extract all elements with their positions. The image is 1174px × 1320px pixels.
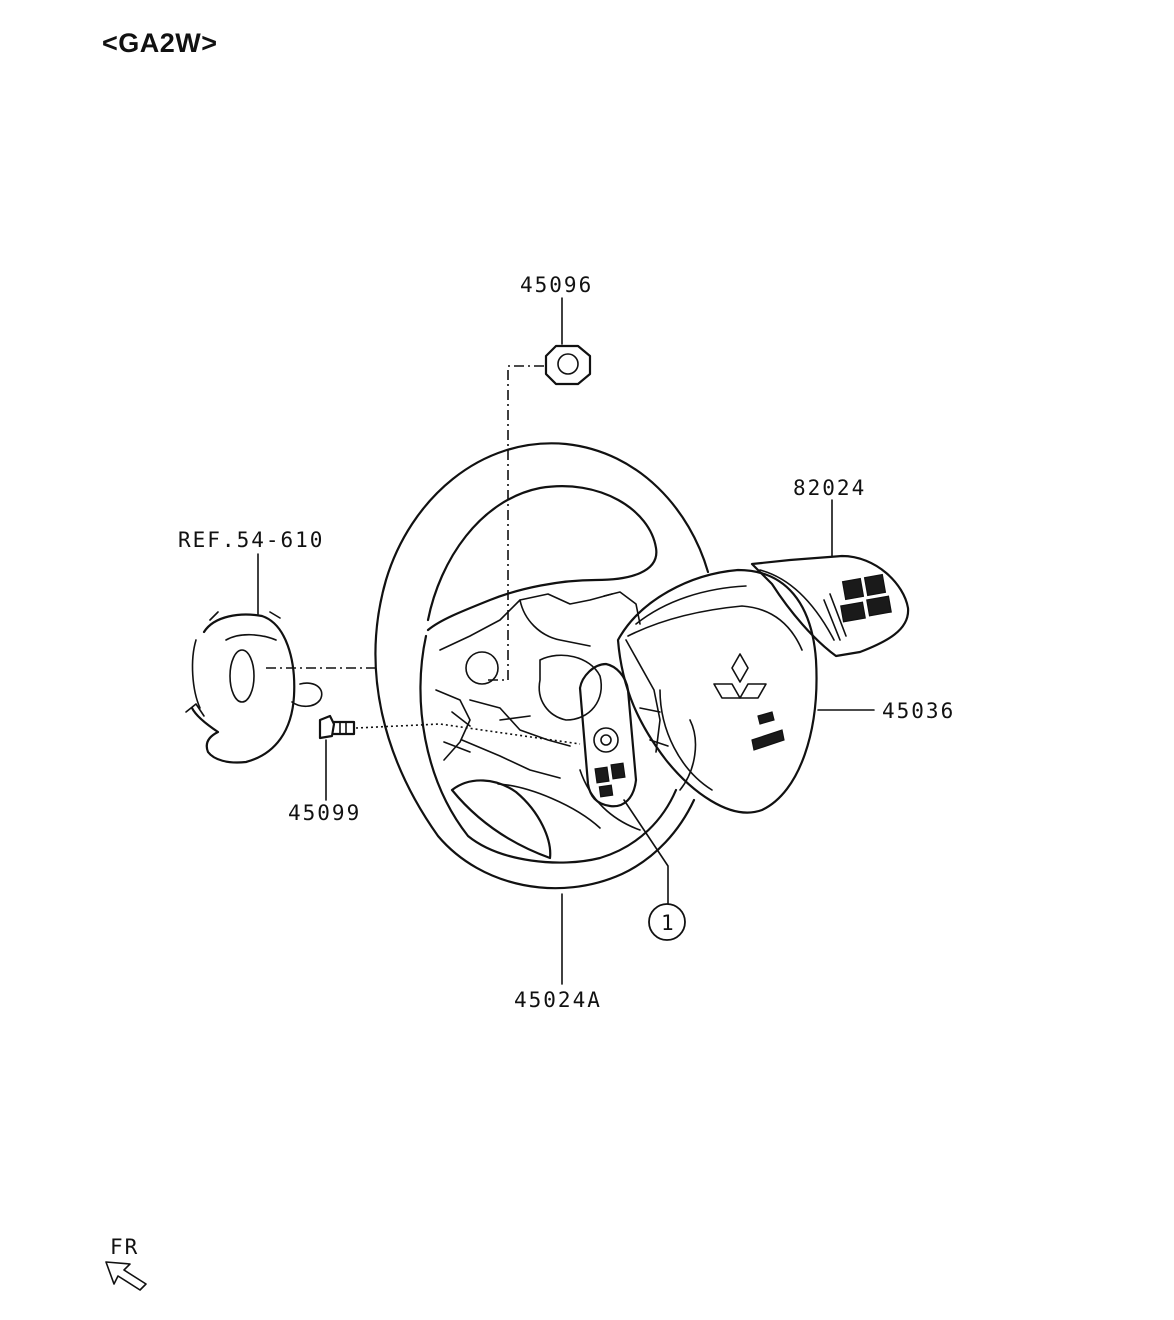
svg-text:1: 1 — [661, 911, 674, 935]
label-steering-wheel: 45024A — [514, 988, 602, 1012]
label-clock-spring-ref: REF.54-610 — [178, 528, 324, 552]
model-code-title: <GA2W> — [102, 28, 218, 58]
steering-switch[interactable] — [750, 554, 910, 658]
label-nut: 45096 — [520, 273, 593, 297]
front-arrow-icon — [105, 1261, 147, 1291]
airbag-module[interactable] — [616, 568, 818, 814]
steering-wheel[interactable] — [374, 442, 710, 890]
brand-logo — [713, 653, 767, 699]
bolt[interactable] — [318, 714, 356, 740]
label-bolt: 45099 — [288, 801, 361, 825]
clock-spring[interactable] — [185, 611, 323, 764]
label-switch: 82024 — [793, 476, 866, 500]
callout-circle-1: 1 — [648, 903, 686, 941]
front-direction-indicator: FR — [105, 1235, 147, 1291]
nut[interactable] — [544, 344, 592, 386]
label-airbag-module: 45036 — [882, 699, 955, 723]
direction-label: FR — [110, 1235, 139, 1259]
